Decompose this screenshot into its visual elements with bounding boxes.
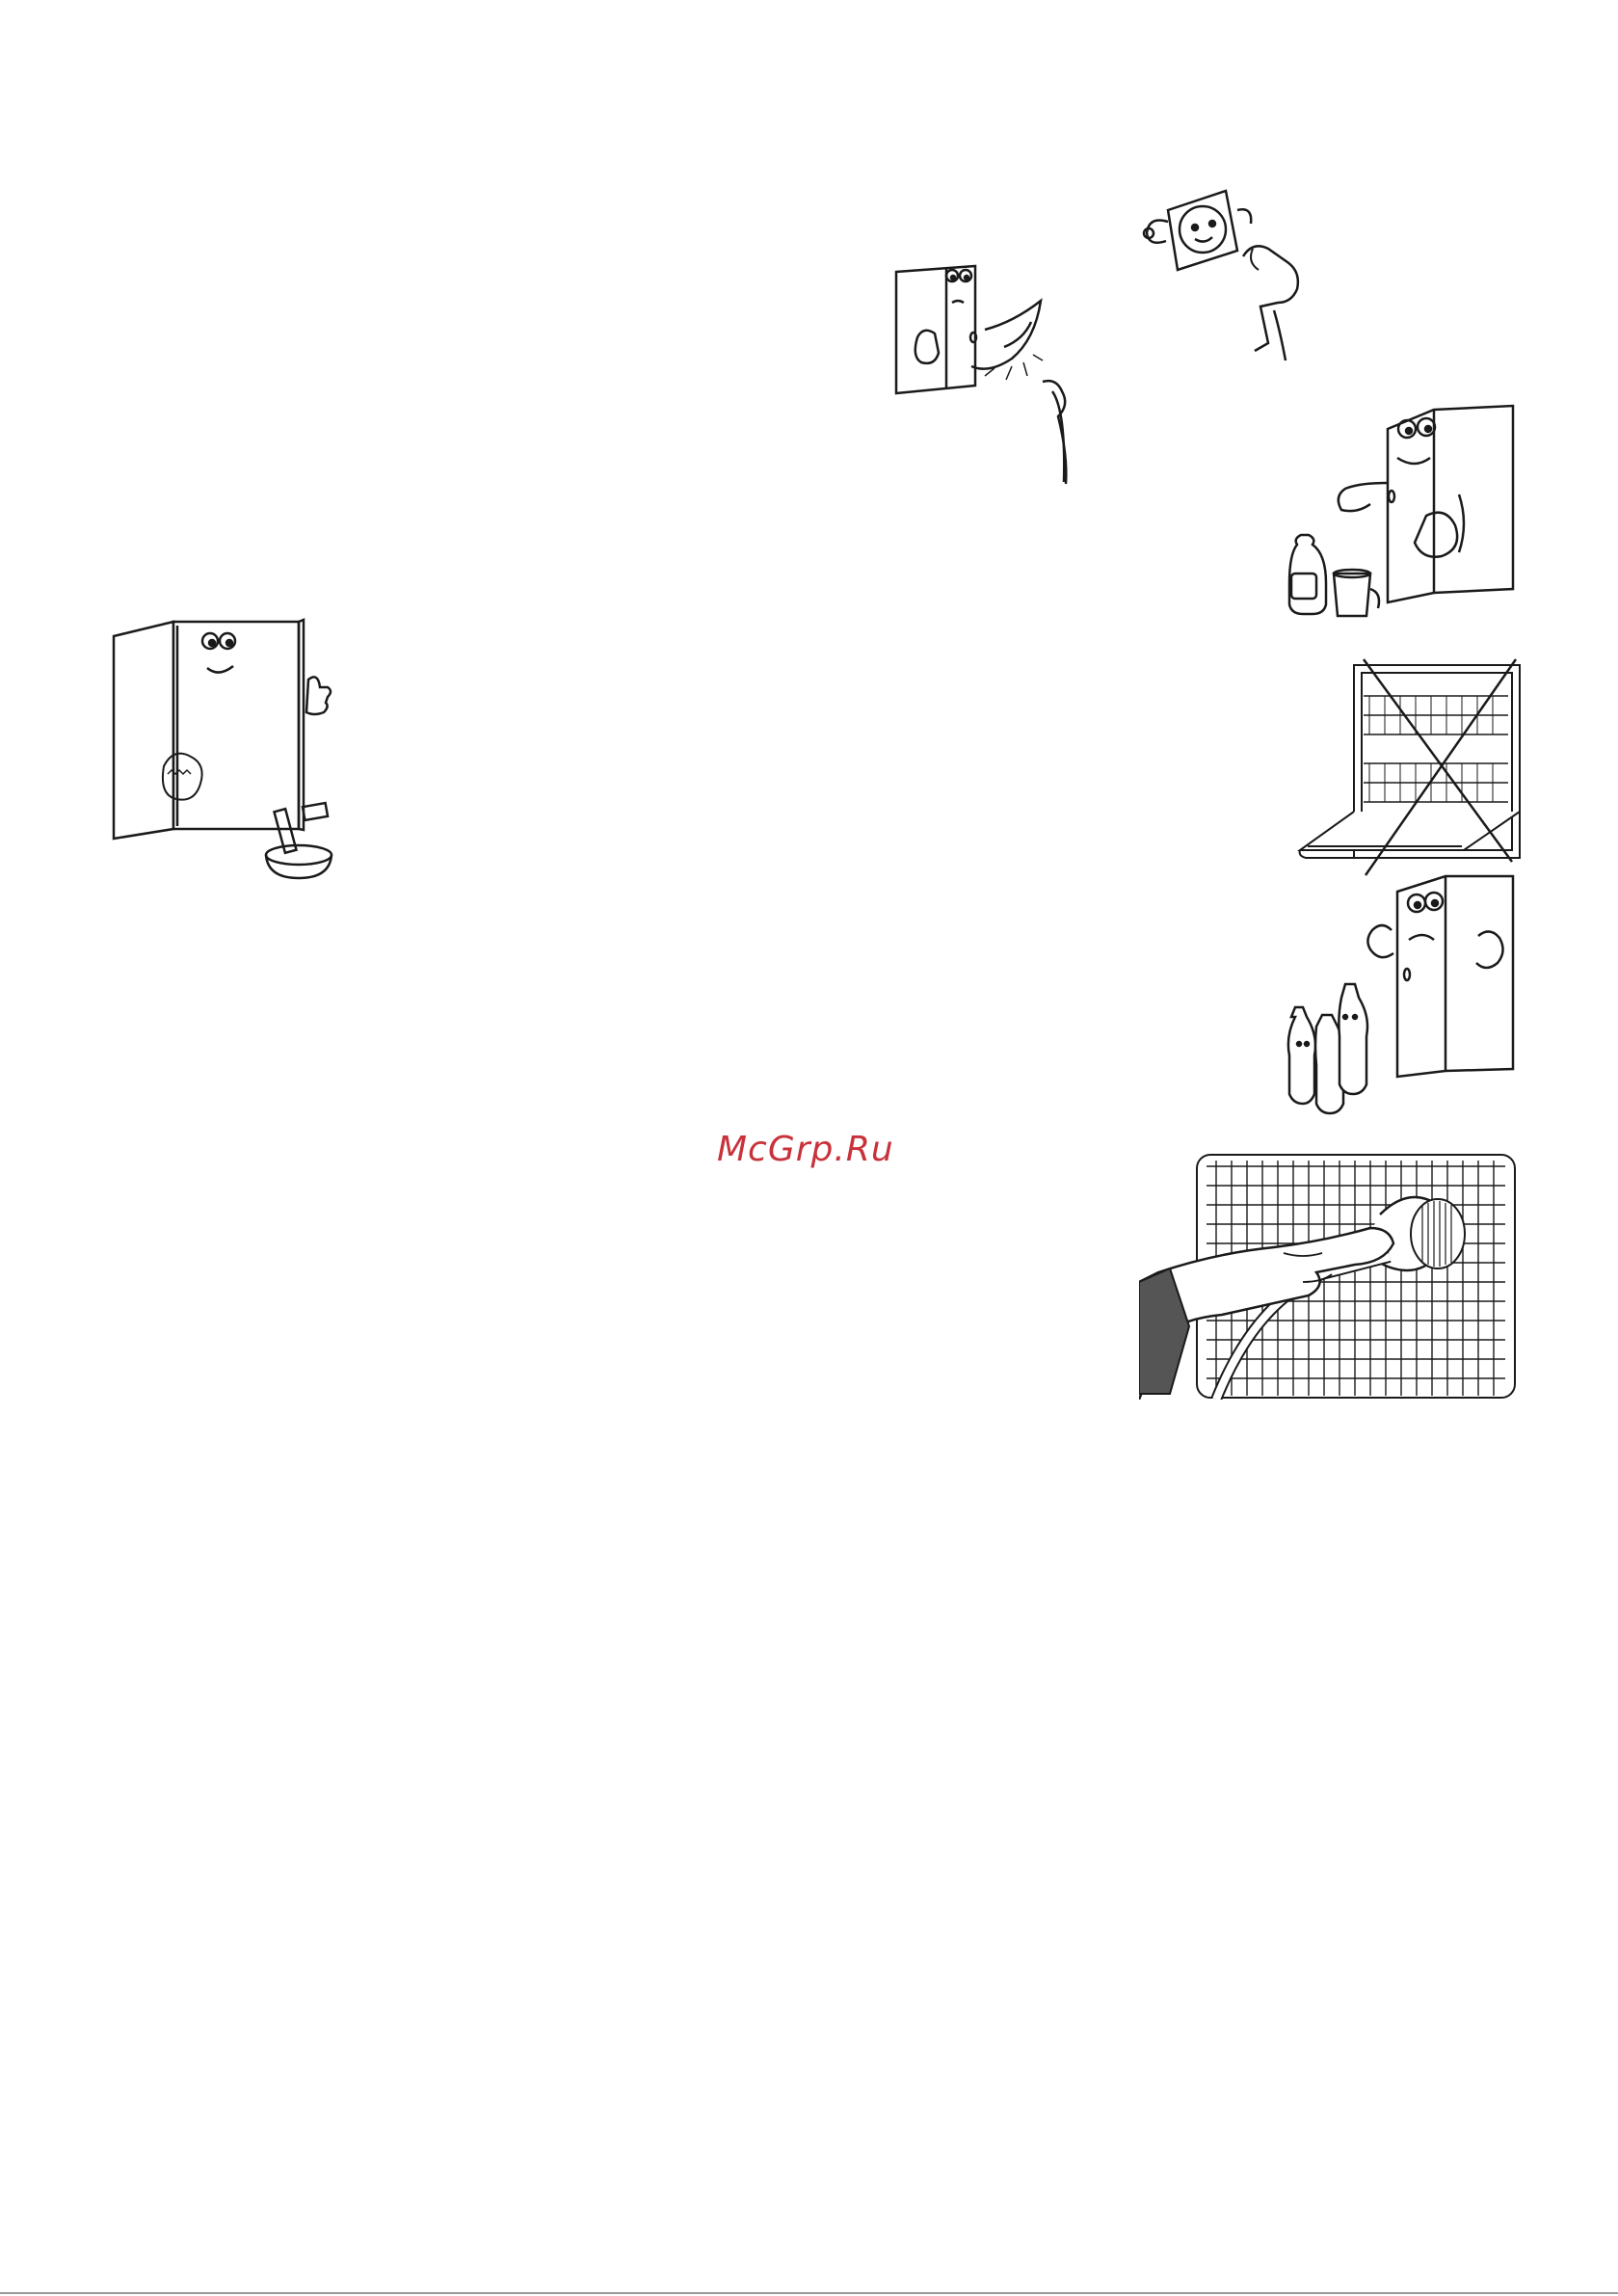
fridge-water-hose-prohibited-illustration	[889, 260, 1135, 492]
footer-rule	[0, 2292, 1618, 2294]
fridge-harsh-chemicals-illustration	[1272, 872, 1523, 1123]
watermark-text: McGrp.Ru	[717, 1126, 929, 1174]
fridge-mild-detergent-bucket-illustration	[1253, 400, 1523, 631]
dishwasher-crossed-out-illustration	[1296, 657, 1527, 881]
power-socket-unplug-illustration	[1129, 181, 1343, 369]
condenser-vacuum-cleaning-illustration	[1139, 1147, 1523, 1400]
fridge-washing-with-sponge-illustration	[106, 602, 352, 882]
